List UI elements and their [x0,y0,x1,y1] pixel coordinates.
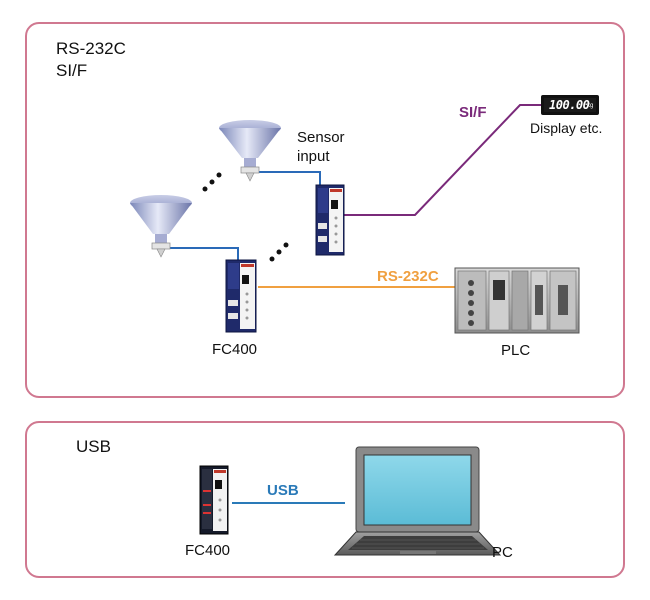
sensor-wire-upper [255,171,321,190]
sif-link-label: SI/F [459,104,487,121]
display-meter-icon [541,95,599,115]
rs232c-link-label: RS-232C [377,268,439,285]
fc400-label: FC400 [212,341,258,358]
sif-line [343,104,541,216]
fc400-device-icon [225,259,257,333]
ellipsis-dots-lower [269,242,289,262]
fc400-device-icon [315,184,345,256]
plc-icon [454,267,580,334]
plc-label: PLC [501,342,531,359]
usb-panel-title: USB [76,437,111,456]
fc400-device-icon [199,465,229,535]
hopper-icon [219,120,281,182]
display-readout: 100.00 [549,98,590,112]
fc400-usb-label: FC400 [185,542,231,559]
ellipsis-dots-upper [202,172,222,192]
hopper-icon [130,195,192,258]
display-unit: kg [587,103,594,109]
pc-label: PC [492,544,513,561]
panel-title-line2: SI/F [56,61,88,80]
usb-link-label: USB [267,482,299,499]
display-label: Display etc. [530,120,603,136]
sensor-input-label-line1: Sensor [297,129,345,146]
laptop-icon [333,446,502,556]
usb-panel [25,421,625,578]
sensor-input-label-line2: input [297,148,330,165]
panel-title-line1: RS-232C [56,39,126,58]
sensor-wire-lower [163,247,239,262]
